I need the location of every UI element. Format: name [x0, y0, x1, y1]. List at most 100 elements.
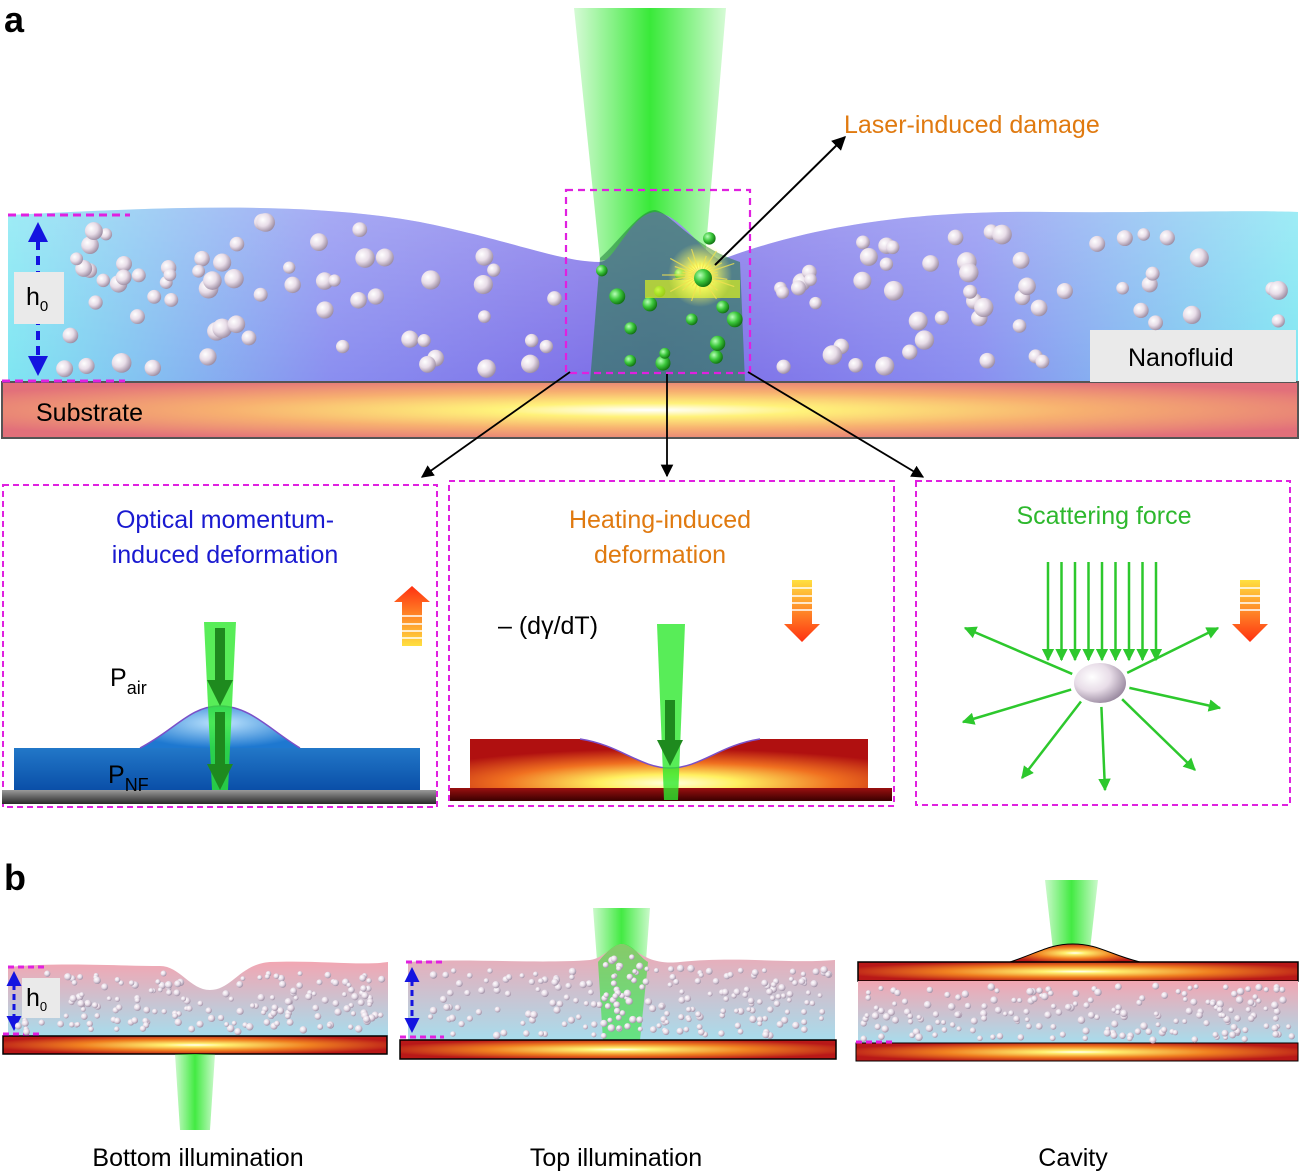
particle [360, 985, 367, 992]
particle [144, 359, 162, 377]
particle [166, 989, 172, 996]
particle [590, 1001, 598, 1008]
particle [561, 1021, 568, 1028]
particle [632, 968, 638, 974]
particle [78, 357, 95, 374]
particle [188, 1025, 196, 1033]
particle [129, 309, 145, 325]
particle [1181, 990, 1188, 997]
particle [346, 982, 352, 988]
particle [925, 1024, 933, 1032]
particle [914, 330, 935, 350]
particle [365, 985, 372, 992]
particle [1145, 266, 1160, 281]
particle [987, 983, 995, 991]
particle [455, 980, 463, 987]
particle [727, 971, 734, 978]
particle [798, 978, 806, 985]
particle [1193, 984, 1199, 990]
particle [1182, 997, 1188, 1002]
particle [1134, 1028, 1142, 1035]
particle [352, 222, 368, 238]
particle [213, 253, 232, 272]
particle [673, 978, 680, 985]
particle [234, 1028, 242, 1036]
particle [1187, 985, 1193, 991]
particle [766, 988, 773, 996]
particle [655, 355, 671, 371]
particle [644, 966, 650, 972]
particle [1012, 251, 1030, 269]
particle [1056, 282, 1073, 300]
heating-title-line2: deformation [594, 541, 726, 569]
particle [56, 360, 74, 378]
particle [1012, 319, 1027, 333]
particle [226, 1024, 235, 1033]
particle [871, 1012, 880, 1020]
particle [607, 1017, 613, 1023]
particle [709, 335, 726, 352]
particle [475, 1008, 482, 1016]
particle [133, 1003, 141, 1011]
particle [800, 971, 807, 977]
particle [1077, 1016, 1086, 1024]
particle [316, 301, 334, 319]
particle [631, 977, 637, 984]
particle [1245, 986, 1252, 993]
particle [789, 968, 796, 975]
particle [231, 1020, 237, 1026]
particle [878, 1033, 885, 1040]
particle [696, 1024, 703, 1030]
particle [332, 999, 340, 1007]
particle [864, 1012, 870, 1018]
particle [375, 248, 394, 267]
particle [1072, 1001, 1079, 1007]
particle [583, 1000, 590, 1007]
inset-optical-momentum [2, 484, 438, 808]
particle [314, 1013, 322, 1020]
particle [236, 980, 244, 988]
particle [205, 1007, 212, 1014]
arrow-to-optical [420, 371, 571, 478]
particle [737, 1007, 745, 1015]
particle [240, 976, 246, 982]
particle [907, 1013, 914, 1020]
particle [487, 968, 493, 974]
particle [656, 1023, 662, 1029]
particle [915, 1033, 923, 1041]
particle [163, 268, 177, 282]
particle [1030, 299, 1048, 317]
particle [487, 263, 501, 277]
particle [611, 973, 617, 980]
particle [173, 989, 181, 997]
particle [591, 1032, 597, 1038]
particle [776, 285, 790, 299]
particle [667, 982, 673, 988]
particle [712, 977, 720, 985]
inset-heating [448, 480, 895, 807]
particle [596, 1001, 603, 1009]
particle [881, 1025, 889, 1033]
particle [1114, 983, 1122, 991]
particle [637, 1026, 643, 1032]
particle [520, 1020, 526, 1026]
particle [649, 1005, 657, 1013]
particle [77, 999, 85, 1008]
particle [600, 1032, 607, 1039]
particle [1008, 1010, 1014, 1016]
particle [716, 300, 730, 314]
scattered-ray-arrow [963, 626, 1073, 676]
particle [922, 255, 939, 272]
particle [69, 994, 77, 1003]
particle [568, 967, 577, 976]
particle [535, 986, 541, 993]
particle [326, 1023, 332, 1028]
particle [1255, 983, 1263, 992]
particle [299, 1026, 308, 1034]
particle [161, 1008, 167, 1015]
particle [1002, 1011, 1008, 1017]
particle [186, 1005, 193, 1012]
scattered-ray-arrow [1021, 700, 1082, 779]
particle [761, 979, 769, 987]
particle [466, 1015, 473, 1022]
